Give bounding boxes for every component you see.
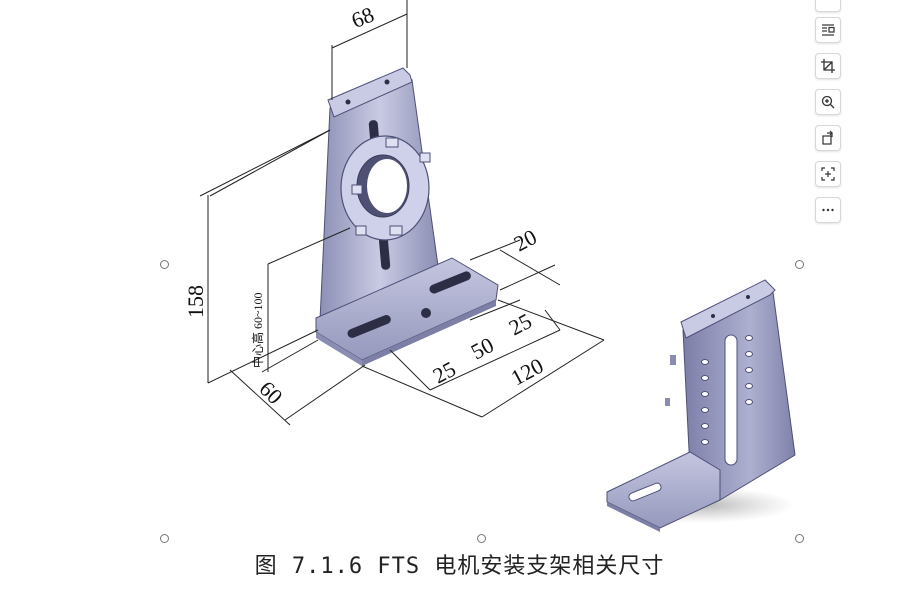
resize-handle-bottom[interactable] <box>477 534 486 543</box>
more-icon <box>822 208 834 212</box>
zoom-in-icon <box>821 95 835 109</box>
base-slot-right <box>429 271 471 294</box>
ocr-scan-button[interactable] <box>815 161 841 187</box>
resize-handle-left[interactable] <box>160 260 169 269</box>
more-button[interactable] <box>815 197 841 223</box>
bracket-render <box>605 279 796 532</box>
bracket-main <box>315 67 499 366</box>
crop-button[interactable] <box>815 53 841 79</box>
resize-handle-bottom-left[interactable] <box>160 534 169 543</box>
text-wrap-icon <box>822 24 835 36</box>
minus-button[interactable] <box>815 0 841 12</box>
dimension-lines <box>199 0 605 426</box>
dim-20: 20 <box>510 224 541 256</box>
dim-50: 50 <box>467 332 498 364</box>
text-wrap-button[interactable] <box>815 17 841 43</box>
dim-60: 60 <box>254 376 287 409</box>
image-toolbar <box>815 0 843 230</box>
resize-handle-right[interactable] <box>795 260 804 269</box>
crop-icon <box>821 59 835 73</box>
dim-158: 158 <box>183 285 208 318</box>
dim-25-b: 25 <box>429 356 460 388</box>
resize-handle-bottom-right[interactable] <box>795 534 804 543</box>
base-slot-left <box>347 315 391 338</box>
zoom-in-button[interactable] <box>815 89 841 115</box>
figure-caption: 图 7.1.6 FTS 电机安装支架相关尺寸 <box>254 554 665 579</box>
dim-68: 68 <box>348 2 378 33</box>
plate-lip <box>327 67 413 118</box>
ocr-scan-icon <box>821 167 835 181</box>
dim-center-height: 中心高 60~100 <box>250 293 265 369</box>
minus-icon <box>820 0 836 7</box>
dim-120: 120 <box>507 353 548 391</box>
rotate-icon <box>822 130 833 145</box>
rotate-button[interactable] <box>815 125 841 151</box>
